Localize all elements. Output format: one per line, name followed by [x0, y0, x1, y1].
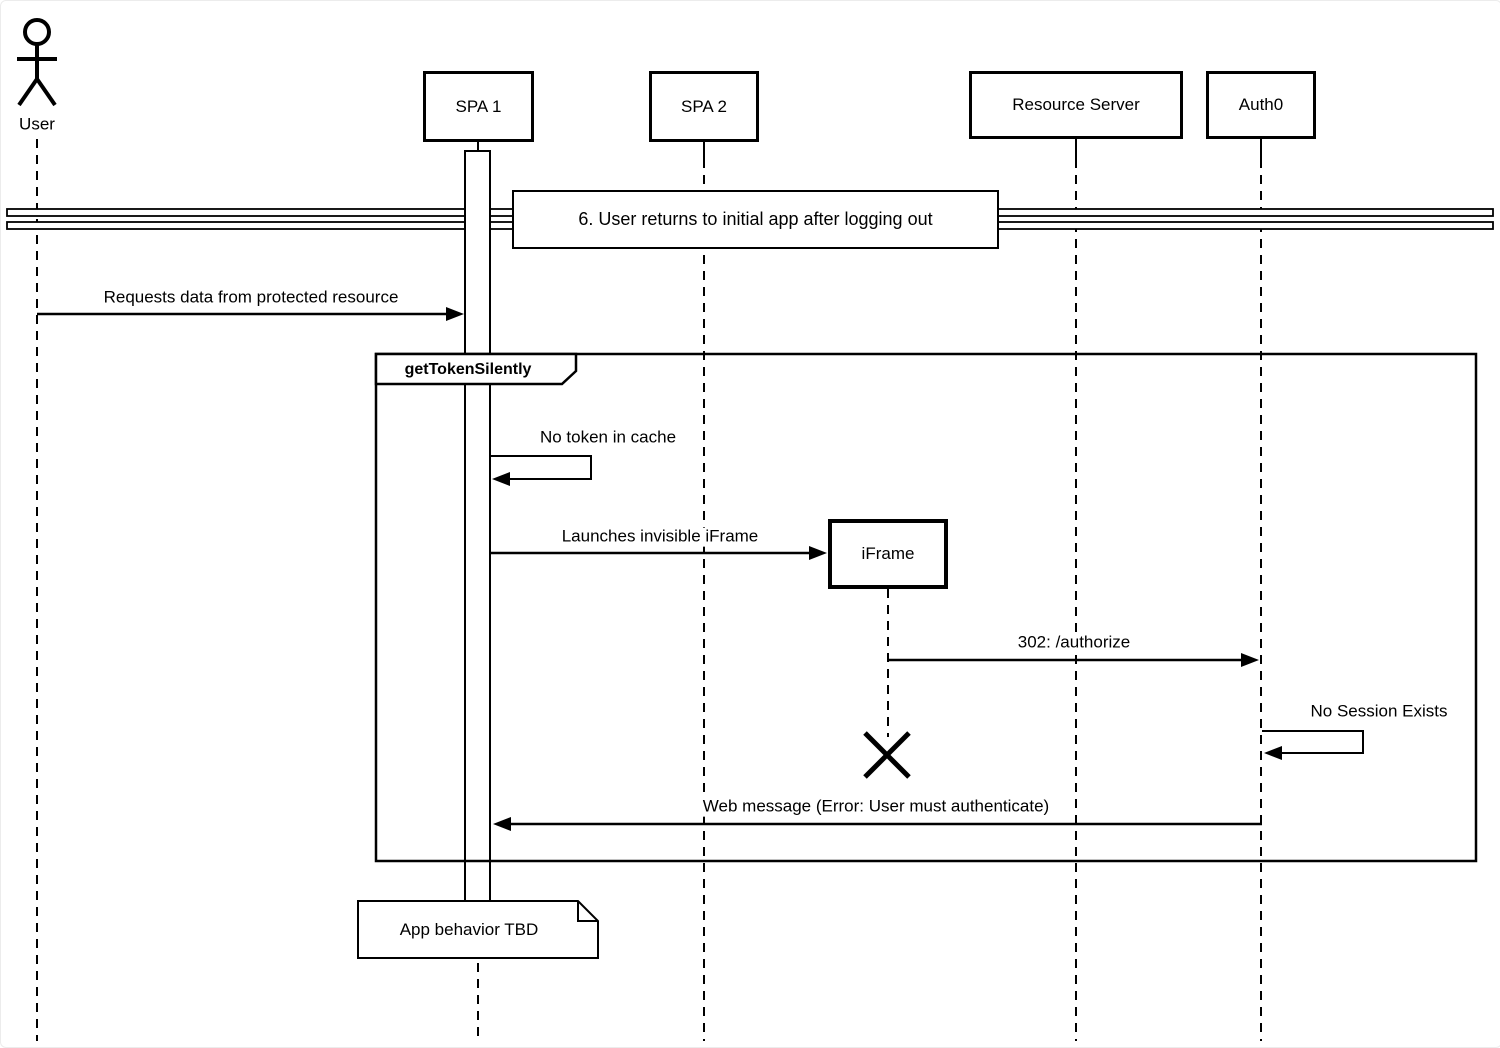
message-no-session-label: No Session Exists: [1307, 702, 1451, 722]
arrowhead-icon: [446, 307, 464, 321]
actor-user-label: User: [19, 114, 55, 134]
fragment-label-pentagon: [374, 352, 578, 386]
arrowhead-icon: [493, 817, 511, 831]
message-web-message-label: Web message (Error: User must authentica…: [699, 797, 1053, 817]
participant-iframe-label: iFrame: [861, 544, 915, 563]
message-arrow-no-token: [490, 455, 592, 486]
fragment-frame: [374, 352, 1478, 863]
message-arrow-request-data: [37, 307, 464, 321]
participant-spa2-label: SPA 2: [681, 96, 727, 116]
message-arrow-authorize: [888, 653, 1259, 667]
user-actor-icon: [17, 18, 57, 107]
destroy-x-icon: [863, 731, 911, 779]
divider-caption-box: 6. User returns to initial app after log…: [512, 190, 999, 249]
participant-iframe-box: iFrame: [828, 519, 948, 589]
arrowhead-icon: [492, 472, 510, 486]
note-label: App behavior TBD: [399, 920, 539, 939]
fragment-label: getTokenSilently: [404, 361, 532, 379]
message-launch-iframe-label: Launches invisible iFrame: [558, 527, 762, 547]
note-shape: [357, 900, 599, 959]
divider-caption-text: 6. User returns to initial app after log…: [578, 209, 933, 229]
message-arrow-launch-iframe: [490, 546, 827, 560]
message-no-token-label: No token in cache: [536, 428, 680, 448]
arrowhead-icon: [1264, 746, 1282, 760]
participant-spa2-box: SPA 2: [649, 71, 759, 142]
message-arrow-no-session: [1262, 730, 1364, 760]
participant-spa1-box: SPA 1: [423, 71, 534, 142]
message-arrow-web-message: [493, 817, 1262, 831]
activation-bar-spa1: [464, 150, 491, 902]
arrowhead-icon: [1241, 653, 1259, 667]
participant-resource-server-box: Resource Server: [969, 71, 1183, 139]
participant-auth0-box: Auth0: [1206, 71, 1316, 139]
arrowhead-icon: [809, 546, 827, 560]
message-request-data-label: Requests data from protected resource: [100, 288, 402, 308]
participant-auth0-label: Auth0: [1238, 95, 1284, 114]
participant-spa1-label: SPA 1: [455, 96, 502, 116]
participant-resource-server-label: Resource Server: [1012, 95, 1140, 114]
message-authorize-label: 302: /authorize: [1014, 633, 1134, 653]
